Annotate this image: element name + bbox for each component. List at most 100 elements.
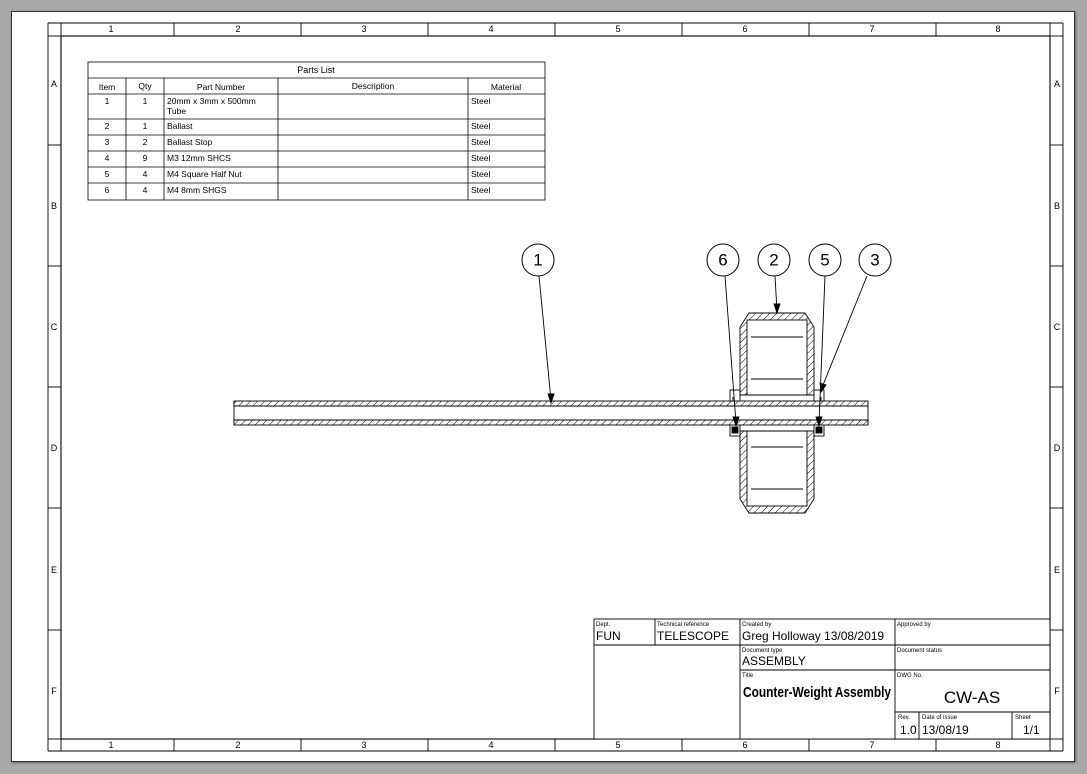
zone-col-bottom-7: 7 (869, 740, 874, 750)
fastener-section (731, 394, 823, 434)
parts-list-header-qty: Qty (138, 81, 152, 91)
zone-col-top-7: 7 (869, 24, 874, 34)
zone-col-top-6: 6 (742, 24, 747, 34)
tube-section (233, 400, 869, 426)
balloon-5: 5 (808, 243, 842, 277)
table-row: 4 9 M3 12mm SHCS Steel (105, 153, 491, 163)
part-number-cell: Ballast Stop (167, 137, 213, 147)
parts-list-header-description: Description (352, 81, 395, 91)
zone-col-bottom-2: 2 (235, 740, 240, 750)
balloon-label: 3 (870, 251, 879, 270)
parts-list-title: Parts List (297, 65, 335, 75)
balloon-3: 3 (858, 243, 892, 277)
parts-list-table (87, 61, 546, 201)
created-by-label: Created by (742, 622, 771, 628)
dept-label: Dept. (596, 622, 611, 628)
material-cell: Steel (471, 96, 490, 106)
item-cell: 2 (105, 121, 110, 131)
zone-col-top-2: 2 (235, 24, 240, 34)
zone-row-left-B: B (51, 201, 57, 211)
material-cell: Steel (471, 153, 490, 163)
balloon-2: 2 (757, 243, 791, 277)
balloon-leaders (538, 275, 868, 428)
parts-list-header-material: Material (491, 82, 521, 92)
item-cell: 4 (105, 153, 110, 163)
balloon-label: 6 (718, 251, 727, 270)
zone-row-right-A: A (1054, 79, 1060, 89)
ballast-section-lower (739, 430, 815, 514)
table-row: 2 1 Ballast Steel (105, 121, 491, 131)
zone-col-bottom-5: 5 (615, 740, 620, 750)
zone-col-top-8: 8 (995, 24, 1000, 34)
zone-col-top-3: 3 (361, 24, 366, 34)
drawing-title: Counter-Weight Assembly (743, 684, 892, 701)
zone-col-top-5: 5 (615, 24, 620, 34)
zone-col-bottom-4: 4 (488, 740, 493, 750)
doc-type-value: ASSEMBLY (742, 654, 806, 668)
doc-status-label: Document status (897, 648, 942, 654)
zone-grid (47, 22, 1064, 752)
zone-column-labels: 1 2 3 4 5 6 7 8 1 2 3 4 5 6 7 8 (108, 24, 1000, 750)
table-row: 6 4 M4 8mm SHGS Steel (105, 185, 491, 195)
dwg-number-label: DWG No. (897, 673, 923, 679)
dwg-number-value: CW-AS (944, 688, 1000, 707)
material-cell: Steel (471, 121, 490, 131)
created-by-value: Greg Holloway 13/08/2019 (742, 629, 884, 643)
zone-row-left-C: C (51, 322, 58, 332)
zone-row-right-F: F (1054, 686, 1060, 696)
material-cell: Steel (471, 185, 490, 195)
balloon-6: 6 (706, 243, 740, 277)
part-number-cell-line-2: Tube (167, 106, 186, 116)
outer-border (11, 11, 1075, 762)
qty-cell: 4 (143, 185, 148, 195)
zone-row-right-E: E (1054, 565, 1060, 575)
ballast-stop-section (729, 389, 825, 437)
item-cell: 3 (105, 137, 110, 147)
balloon-label: 5 (820, 251, 829, 270)
material-cell: Steel (471, 169, 490, 179)
item-cell: 5 (105, 169, 110, 179)
parts-list-header-part-number: Part Number (197, 82, 245, 92)
zone-row-right-B: B (1054, 201, 1060, 211)
material-cell: Steel (471, 137, 490, 147)
balloon-1: 1 (521, 243, 555, 277)
title-block-text: Dept. FUN Technical reference TELESCOPE … (596, 622, 1040, 737)
date-of-issue-label: Date of issue (922, 715, 958, 721)
tech-ref-label: Technical reference (657, 622, 710, 628)
zone-row-labels: A B C D E F A B C D E F (51, 79, 1061, 696)
qty-cell: 9 (143, 153, 148, 163)
zone-col-bottom-6: 6 (742, 740, 747, 750)
qty-cell: 1 (143, 121, 148, 131)
dept-value: FUN (596, 629, 621, 643)
date-of-issue-value: 13/08/19 (922, 723, 969, 737)
drawing-frame (60, 35, 1051, 740)
qty-cell: 4 (143, 169, 148, 179)
approved-by-label: Approved by (897, 622, 931, 628)
table-row: 3 2 Ballast Stop Steel (105, 137, 491, 147)
zone-col-top-4: 4 (488, 24, 493, 34)
tech-ref-value: TELESCOPE (657, 629, 729, 643)
table-row: 1 1 20mm x 3mm x 500mm Tube Steel (105, 96, 491, 116)
zone-row-left-F: F (51, 686, 57, 696)
sheet-value: 1/1 (1023, 723, 1040, 737)
balloon-label: 1 (533, 251, 542, 270)
item-cell: 6 (105, 185, 110, 195)
zone-row-left-A: A (51, 79, 57, 89)
item-cell: 1 (105, 96, 110, 106)
qty-cell: 1 (143, 96, 148, 106)
drawing-sheet: 1 2 3 4 5 6 7 8 1 2 3 4 5 6 7 8 A B C D … (11, 11, 1075, 762)
table-row: 5 4 M4 Square Half Nut Steel (105, 169, 491, 179)
zone-col-bottom-3: 3 (361, 740, 366, 750)
assembly-section-view (233, 312, 869, 514)
zone-col-bottom-1: 1 (108, 740, 113, 750)
sheet-label: Sheet (1015, 715, 1031, 721)
ballast-section-upper (739, 312, 815, 396)
title-label: Title (742, 673, 754, 679)
parts-list-header-item: Item (99, 82, 116, 92)
part-number-cell: 20mm x 3mm x 500mm (167, 96, 256, 106)
zone-row-right-D: D (1054, 443, 1061, 453)
rev-value: 1.0 (900, 723, 917, 737)
title-block (593, 618, 1051, 740)
zone-row-left-E: E (51, 565, 57, 575)
parts-list-text: Parts List Item Qty Part Number Descript… (99, 65, 521, 195)
